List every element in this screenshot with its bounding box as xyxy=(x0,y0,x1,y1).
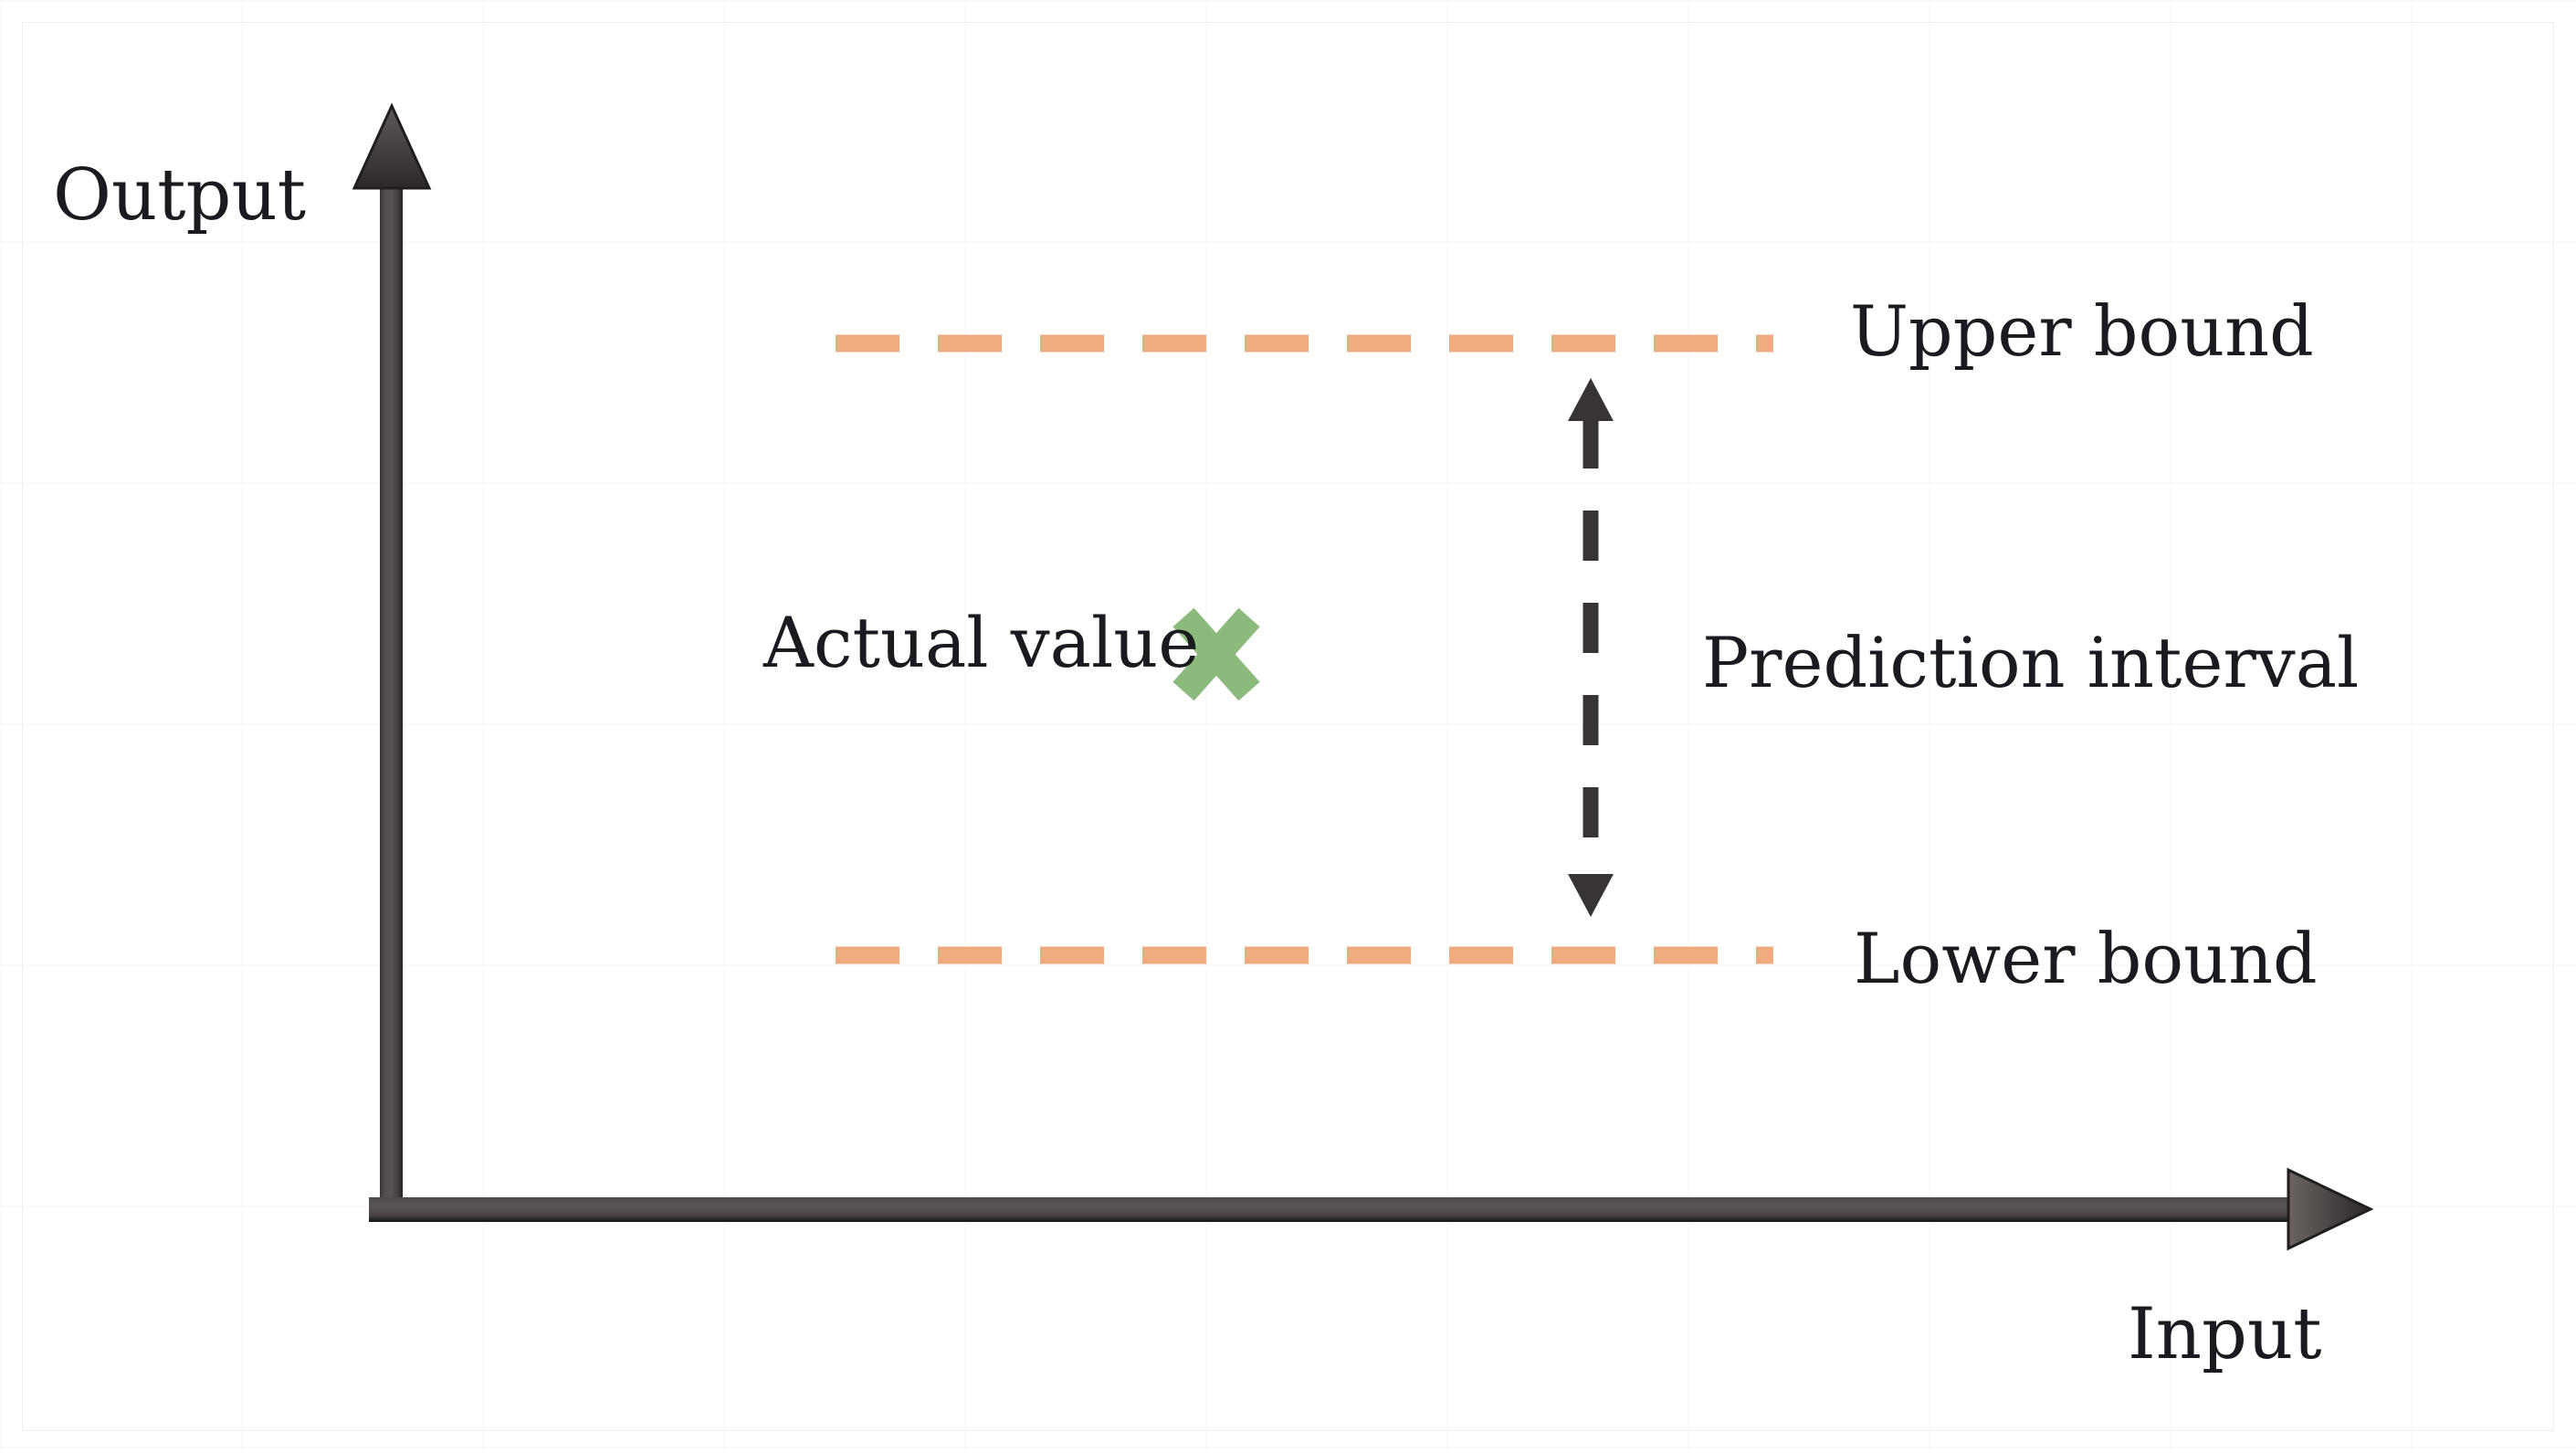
prediction-interval-arrowhead-up-icon xyxy=(1568,378,1614,421)
actual-value-label: Actual value xyxy=(763,602,1200,683)
y-axis-arrowhead-icon xyxy=(352,102,432,190)
prediction-interval-arrowhead-down-icon xyxy=(1568,874,1614,917)
prediction-interval-arrow-icon xyxy=(1568,378,1614,917)
prediction-interval-label: Prediction interval xyxy=(1702,622,2360,703)
y-axis-line xyxy=(380,183,403,1221)
x-axis-label: Input xyxy=(2128,1293,2322,1375)
y-axis-label: Output xyxy=(53,154,307,237)
actual-value-x-marker-icon xyxy=(1172,607,1260,701)
upper-bound-label: Upper bound xyxy=(1850,290,2314,372)
x-axis-arrowhead-icon xyxy=(2287,1167,2374,1251)
lower-bound-label: Lower bound xyxy=(1854,918,2318,999)
x-axis-line xyxy=(369,1197,2290,1222)
